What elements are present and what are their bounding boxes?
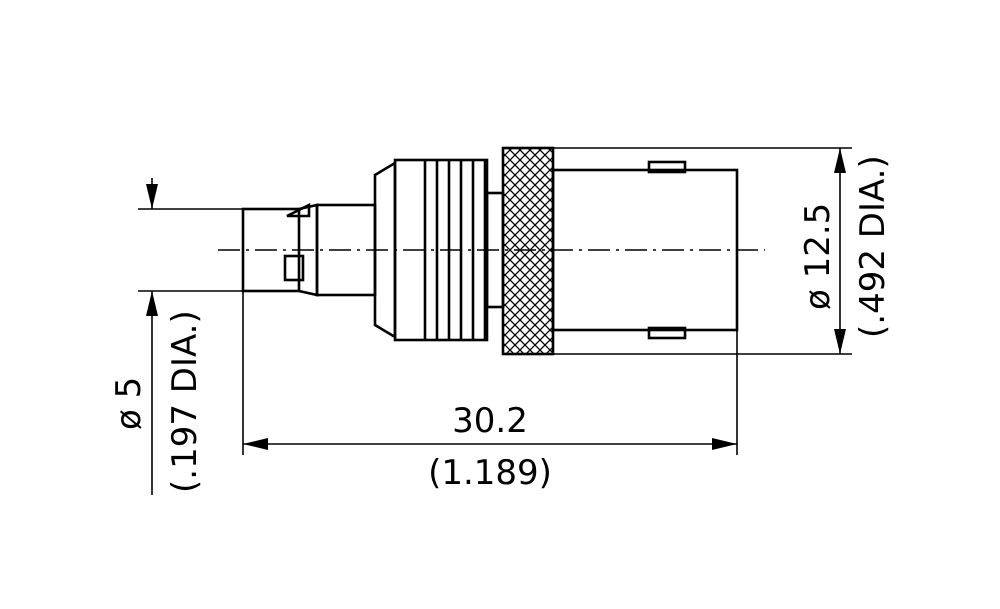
- bayonet-stud-bottom: [647, 326, 687, 340]
- large-diameter-dimension: ø 12.5 (.492 DIA.): [553, 147, 893, 355]
- bayonet-stud-top: [647, 160, 687, 174]
- small-diameter-imperial: (.197 DIA.): [165, 310, 205, 493]
- small-diameter-dimension: ø 5 (.197 DIA.): [109, 178, 243, 495]
- length-dimension: 30.2 (1.189): [242, 291, 738, 493]
- length-imperial: (1.189): [428, 453, 552, 493]
- connector-body: [218, 146, 765, 356]
- pin-window: [283, 254, 305, 282]
- knurled-nut: [501, 146, 555, 356]
- large-diameter-value: ø 12.5: [798, 203, 838, 310]
- large-diameter-imperial: (.492 DIA.): [853, 155, 893, 338]
- length-value: 30.2: [452, 401, 528, 441]
- small-diameter-value: ø 5: [109, 377, 149, 430]
- pin-end: [241, 202, 377, 297]
